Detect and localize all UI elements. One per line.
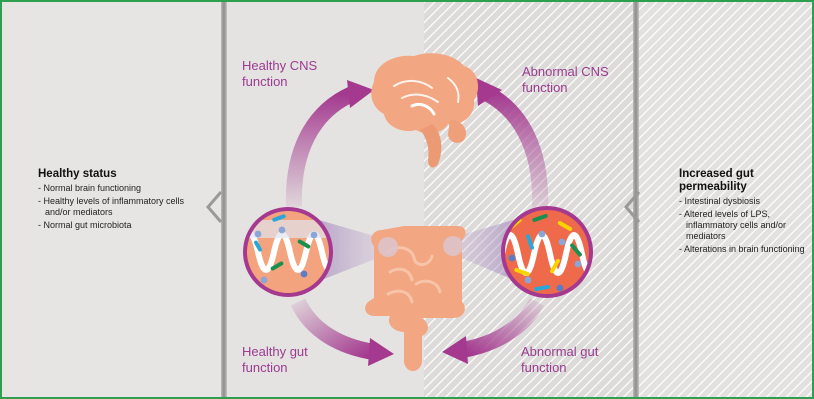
healthy-status-list: Normal brain functioning Healthy levels … [38, 183, 208, 231]
gut-permeability-title: Increased gut permeability [679, 168, 807, 194]
abnormal-downward-arrow [476, 78, 540, 207]
brain-icon [371, 53, 478, 167]
abnormal-gut-zoom-circle [501, 206, 598, 299]
gut-permeability-box: Increased gut permeability Intestinal dy… [679, 168, 807, 257]
gut-permeability-item: Alterations in brain functioning [679, 244, 807, 255]
right-divider-chevron [626, 192, 639, 222]
healthy-cns-label: Healthy CNS function [242, 58, 342, 90]
abnormal-gut-label: Abnormal gut function [521, 344, 631, 376]
gut-permeability-list: Intestinal dysbiosis Altered levels of L… [679, 196, 807, 255]
left-magnified-spot [378, 237, 398, 257]
healthy-status-item: Normal brain functioning [38, 183, 208, 194]
healthy-status-item: Healthy levels of inflammatory cells and… [38, 196, 208, 218]
gut-permeability-item: Intestinal dysbiosis [679, 196, 807, 207]
healthy-gut-label: Healthy gut function [242, 344, 342, 376]
left-divider-chevron [208, 192, 221, 222]
healthy-status-item: Normal gut microbiota [38, 220, 208, 231]
abnormal-cns-label: Abnormal CNS function [522, 64, 632, 96]
gut-permeability-item: Altered levels of LPS, inflammatory cell… [679, 209, 807, 242]
healthy-gut-zoom-circle [242, 207, 338, 299]
healthy-status-title: Healthy status [38, 168, 208, 181]
right-magnified-spot [443, 236, 463, 256]
healthy-status-box: Healthy status Normal brain functioning … [38, 168, 208, 233]
healthy-upward-arrow [294, 80, 374, 207]
